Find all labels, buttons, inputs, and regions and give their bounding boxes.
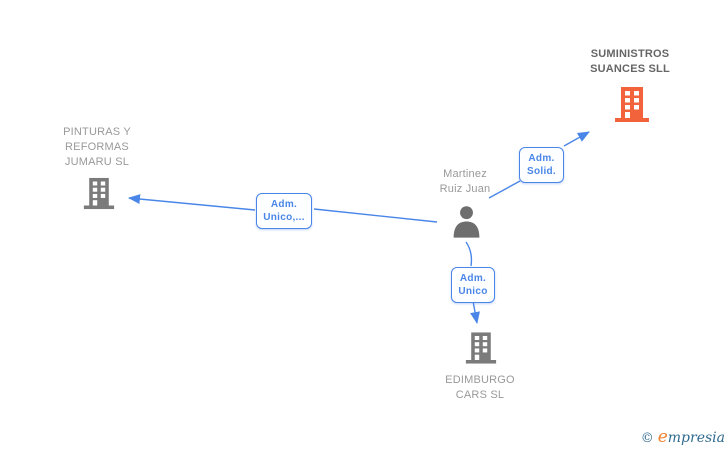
node-pinturas-name[interactable]: PINTURAS Y REFORMAS JUMARU SL [63, 126, 131, 168]
brand-name: mpresia [667, 430, 725, 446]
edge-line-pinturas-right [313, 208, 438, 223]
node-edimburgo[interactable] [465, 331, 497, 365]
node-martinez[interactable] [452, 205, 481, 238]
node-pinturas[interactable] [83, 177, 115, 210]
brand-initial: e [657, 427, 668, 447]
edge-label-adm-unico[interactable]: Adm. Unico [451, 267, 495, 303]
building-icon [83, 177, 115, 210]
node-suministros[interactable] [614, 86, 650, 123]
node-suministros-name[interactable]: SUMINISTROS SUANCES SLL [590, 48, 670, 75]
edge-label-adm-solid[interactable]: Adm. Solid. [519, 147, 564, 183]
edge-line-suministros-arrow [563, 131, 590, 147]
edge-line-suministros-lower [488, 180, 521, 199]
edge-line-edimburgo-upper [465, 241, 473, 267]
empresia-watermark: ©empresia [641, 427, 725, 447]
node-edimburgo-name[interactable]: EDIMBURGO CARS SL [445, 374, 515, 401]
building-icon [614, 86, 650, 123]
edge-label-adm-unico-ellipsis[interactable]: Adm. Unico,... [256, 193, 312, 229]
copyright-icon: © [640, 431, 654, 446]
building-icon [465, 331, 497, 365]
node-martinez-name[interactable]: Martinez Ruiz Juan [439, 168, 491, 195]
edge-line-pinturas-arrow [128, 194, 256, 211]
person-icon [452, 205, 481, 238]
edge-line-edimburgo-arrow [470, 300, 480, 324]
